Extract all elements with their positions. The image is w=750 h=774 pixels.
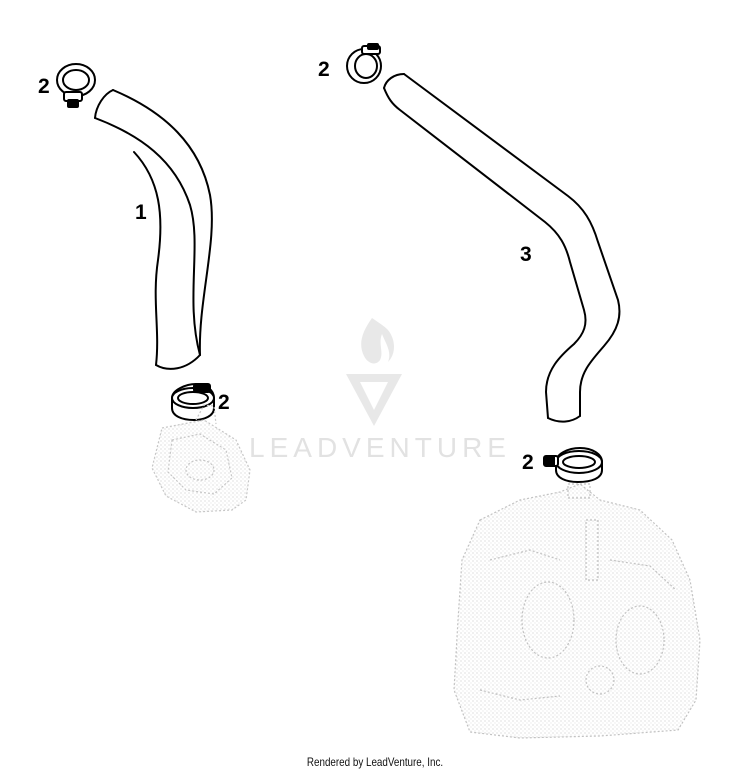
hose-3-icon xyxy=(383,73,621,423)
ghost-engine-block-icon xyxy=(453,483,701,739)
watermark-logo-icon xyxy=(346,318,402,426)
callout-hose-right: 3 xyxy=(520,243,532,266)
ghost-thermostat-housing-icon xyxy=(151,404,251,513)
watermark-brand-text: LEADVENTURE xyxy=(249,432,511,463)
callout-clamp-right-bottom: 2 xyxy=(522,451,534,474)
callout-clamp-left-bottom: 2 xyxy=(218,391,230,414)
clamp-right-bottom-icon xyxy=(543,446,603,484)
clamp-left-bottom-icon xyxy=(171,382,215,422)
callout-hose-left: 1 xyxy=(135,201,147,224)
callout-clamp-right-top: 2 xyxy=(318,58,330,81)
hose-1-icon xyxy=(94,89,213,370)
clamp-right-top-icon xyxy=(346,43,382,84)
footer-credit: Rendered by LeadVenture, Inc. xyxy=(306,755,444,769)
clamp-left-top-icon xyxy=(56,63,96,108)
callout-clamp-left-top: 2 xyxy=(38,75,50,98)
